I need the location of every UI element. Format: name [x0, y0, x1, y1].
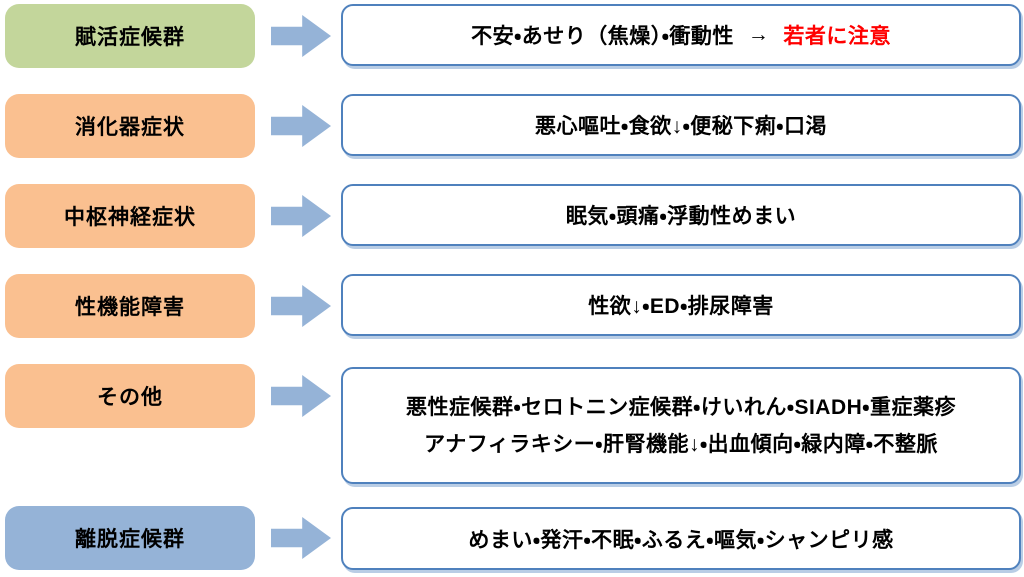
detail-box-sexual-dysfunction: 性欲↓・ED・排尿障害 [341, 274, 1021, 336]
category-label: その他 [97, 386, 163, 409]
category-label: 中枢神経症状 [64, 206, 196, 229]
detail-text: めまい・発汗・不眠・ふるえ・嘔気・シャンピリ感 [468, 528, 894, 552]
detail-box-others: 悪性症候群・セロトニン症候群・けいれん・SIADH・重症薬疹 アナフィラキシー・… [341, 367, 1021, 484]
category-box-gastrointestinal: 消化器症状 [5, 94, 255, 158]
category-label: 性機能障害 [75, 296, 185, 319]
flow-arrow-icon [271, 105, 331, 147]
detail-box-activation-syndrome: 不安・あせり（焦燥）・衝動性 → 若者に注意 [341, 4, 1021, 66]
detail-text: 悪心嘔吐・食欲↓・便秘下痢・口渇 [535, 115, 827, 138]
flow-arrow-icon [271, 517, 331, 559]
detail-text-line2: アナフィラキシー・肝腎機能↓・出血傾向・緑内障・不整脈 [424, 432, 938, 456]
flow-arrow-icon [271, 375, 331, 417]
detail-text-line1: 悪性症候群・セロトニン症候群・けいれん・SIADH・重症薬疹 [406, 395, 956, 419]
flow-arrow-icon [271, 15, 331, 57]
category-box-sexual-dysfunction: 性機能障害 [5, 274, 255, 338]
detail-text: 性欲↓・ED・排尿障害 [588, 295, 774, 318]
right-arrow-glyph: → [747, 23, 770, 46]
detail-box-withdrawal-syndrome: めまい・発汗・不眠・ふるえ・嘔気・シャンピリ感 [341, 507, 1021, 570]
flow-arrow-icon [271, 195, 331, 237]
category-label: 離脱症候群 [75, 528, 185, 551]
category-box-others: その他 [5, 364, 255, 428]
category-label: 消化器症状 [75, 116, 185, 139]
category-box-cns: 中枢神経症状 [5, 184, 255, 248]
category-box-withdrawal-syndrome: 離脱症候群 [5, 506, 255, 570]
detail-box-cns: 眠気・頭痛・浮動性めまい [341, 184, 1021, 246]
flow-arrow-icon [271, 285, 331, 327]
category-box-activation-syndrome: 賦活症候群 [5, 4, 255, 68]
detail-text: 眠気・頭痛・浮動性めまい [565, 205, 797, 228]
detail-box-gastrointestinal: 悪心嘔吐・食欲↓・便秘下痢・口渇 [341, 94, 1021, 156]
category-label: 賦活症候群 [75, 26, 185, 49]
detail-text: 不安・あせり（焦燥）・衝動性 [471, 25, 734, 48]
warning-text: 若者に注意 [783, 25, 891, 48]
